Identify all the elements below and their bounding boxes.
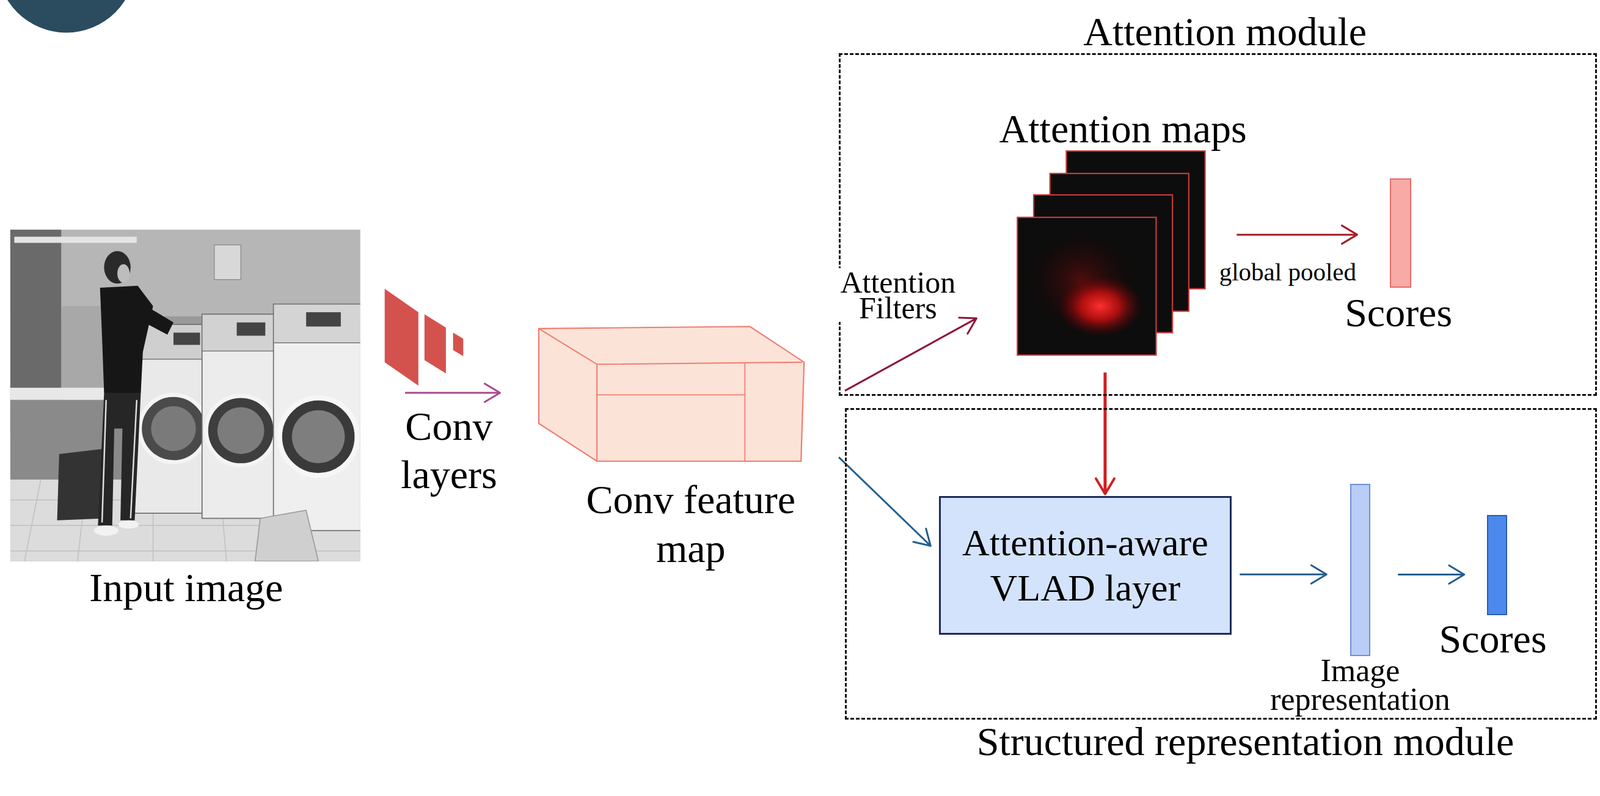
arrow-connector [405,392,500,395]
illustration-part [255,510,319,562]
illustration-part [102,400,137,523]
illustration-part [1017,217,1156,355]
corner-badge [0,0,136,33]
conv-layers: Conv layers [382,285,465,387]
illustration-part [202,314,276,351]
illustration-part [100,285,154,393]
node-label: Scores [1439,617,1547,662]
node-label: Input image [89,565,283,611]
image-representation-bar: Image representation [1350,483,1371,657]
illustration-part [217,406,265,454]
illustration-part [279,397,358,476]
vlad-layer: Attention-aware VLAD layer [938,496,1232,635]
arrow-connector [1236,233,1357,236]
input-image: Input image [10,229,361,562]
attention-maps: Attention maps [1017,150,1205,355]
illustration-part [139,394,208,462]
score-bar: Scores [1389,178,1412,288]
illustration-part [538,328,803,462]
score-bar: Scores [1486,515,1508,616]
illustration-part [97,392,141,526]
illustration-part [118,520,139,529]
node-label: Attention maps [999,106,1247,152]
illustration-part [103,251,131,284]
art-layer [0,0,1206,562]
illustration-part [14,237,137,244]
illustration-part [10,229,361,317]
input-photo [10,229,361,562]
illustration-part [424,314,446,374]
illustration-part [202,314,276,519]
illustration-part [214,244,241,280]
attention-module: Attention moduleAttention mapsScores [838,53,1597,396]
illustration-part [132,324,209,514]
conv-feature-map: Conv feature map [538,326,804,461]
illustration-part [205,395,276,466]
arrow-connector [838,456,931,546]
node-label: Structured representation module [976,719,1515,765]
illustration-part [384,288,419,387]
arrow-connector [1397,573,1465,576]
edge-label: Attention Filters [837,268,958,322]
illustration-part [150,406,196,451]
illustration-part [173,332,200,346]
illustration-part [273,304,361,531]
illustration-part [273,304,361,343]
node-label: Conv layers [400,401,498,499]
arrow-connector [1103,372,1107,495]
illustration-part [237,322,266,337]
attention-map-stack [1017,150,1205,355]
edge-label: global pooled [1216,257,1359,288]
node-label: Conv feature map [571,475,812,572]
illustration-part [1056,275,1143,337]
illustration-part [538,326,804,461]
illustration-part [306,312,341,327]
illustration-part [453,332,464,357]
arrow-connector [1239,573,1327,576]
node-label: Scores [1344,290,1453,336]
feature-map-cuboid [538,326,804,461]
conv-layer-shapes [384,288,464,387]
node-label: Image representation [1270,656,1451,715]
node-label: Attention module [1083,9,1367,55]
arrow-connector [844,318,977,391]
illustration-part [117,264,130,283]
illustration-part [94,525,119,536]
structured-representation-module: Structured representation moduleAttentio… [844,408,1597,720]
illustration-part [132,301,174,335]
illustration-part [596,362,745,462]
box-label: Attention-aware VLAD layer [949,519,1222,611]
illustration-part [292,409,346,464]
